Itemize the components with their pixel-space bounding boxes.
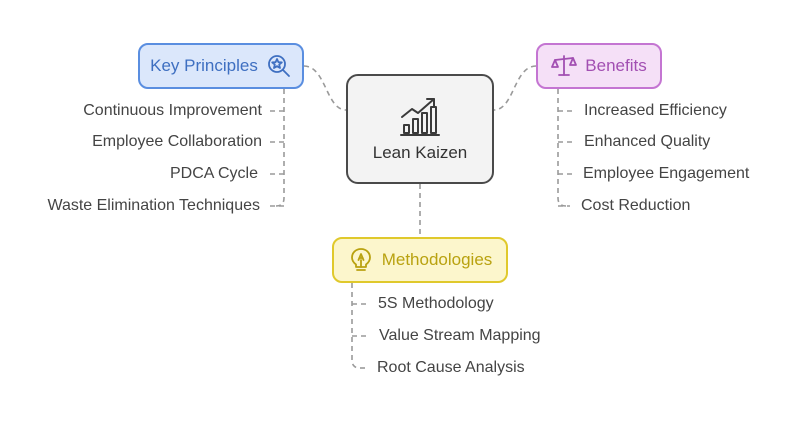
connector-benefits-items	[557, 89, 567, 207]
key-principles-label: Key Principles	[150, 56, 258, 75]
connector-principles-items	[275, 89, 285, 207]
connector-methodologies-items	[351, 283, 361, 369]
principle-item: Employee Collaboration	[92, 133, 262, 150]
principle-item: Continuous Improvement	[83, 102, 262, 119]
benefit-item: Enhanced Quality	[584, 133, 711, 150]
balance-scale-icon	[551, 53, 578, 79]
benefits-node: Benefits	[536, 43, 662, 89]
principle-item: PDCA Cycle	[169, 165, 258, 182]
methodology-item: Value Stream Mapping	[379, 327, 541, 344]
methodology-item: Root Cause Analysis	[377, 359, 525, 376]
benefit-item: Employee Engagement	[583, 165, 750, 182]
connector-benefits-center	[493, 65, 537, 111]
center-node: Lean Kaizen	[346, 74, 494, 184]
magnifier-star-icon	[266, 53, 292, 79]
methodologies-label: Methodologies	[381, 250, 493, 269]
growth-chart-icon	[398, 95, 442, 139]
center-label: Lean Kaizen	[372, 143, 468, 162]
benefit-item: Cost Reduction	[581, 197, 691, 214]
methodologies-node: Methodologies	[332, 237, 508, 283]
methodology-item: 5S Methodology	[378, 295, 494, 312]
benefits-label: Benefits	[585, 56, 647, 75]
principle-item: Waste Elimination Techniques	[47, 197, 260, 214]
lightbulb-icon	[348, 247, 374, 273]
key-principles-node: Key Principles	[138, 43, 304, 89]
connector-principles-center	[303, 65, 347, 111]
benefit-item: Increased Efficiency	[584, 102, 727, 119]
